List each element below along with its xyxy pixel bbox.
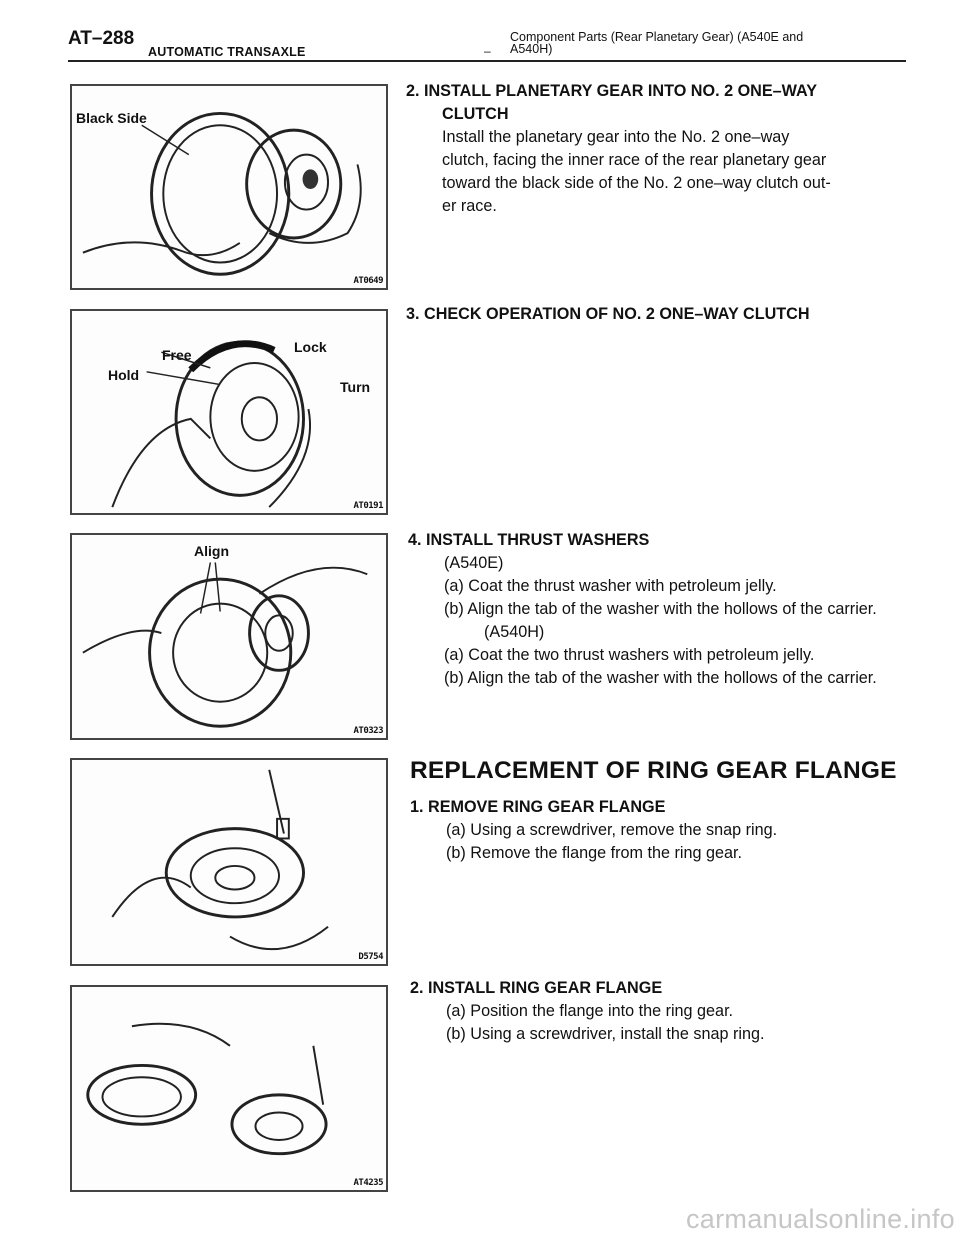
figure-illustration	[86, 1022, 328, 1156]
replacement-step-2: 2. INSTALL RING GEAR FLANGE (a) Position…	[410, 977, 920, 1046]
header-dash: –	[484, 44, 491, 58]
page-title-line1: Component Parts (Rear Planetary Gear) (A…	[510, 30, 804, 44]
step-4-model-a540h: (A540H)	[484, 623, 545, 641]
figure-illustration	[111, 769, 329, 951]
watermark: carmanualsonline.info	[686, 1204, 955, 1234]
step-4-a1: (a) Coat the thrust washer with petroleu…	[444, 577, 777, 595]
step-4-b2: (b) Align the tab of the washer with the…	[444, 669, 877, 687]
step-4-heading: 4. INSTALL THRUST WASHERS	[408, 531, 650, 549]
replacement-step-2-a: (a) Position the flange into the ring ge…	[446, 1002, 734, 1020]
step-2-body-line: er race.	[442, 197, 497, 215]
replacement-step-2-b: (b) Using a screwdriver, install the sna…	[446, 1025, 765, 1043]
step-3-heading: 3. CHECK OPERATION OF NO. 2 ONE–WAY CLUT…	[406, 305, 810, 323]
step-4-model-a540e: (A540E)	[444, 554, 504, 572]
figure-install-ring-gear-flange: AT4235	[70, 985, 388, 1192]
label-hold: Hold	[108, 367, 140, 383]
label-lock: Lock	[294, 339, 327, 355]
replacement-title: REPLACEMENT OF RING GEAR FLANGE	[410, 757, 897, 784]
label-black-side: Black Side	[76, 110, 147, 126]
header-rule	[68, 60, 906, 62]
replacement-step-2-heading: 2. INSTALL RING GEAR FLANGE	[410, 979, 663, 997]
replacement-step-1-b: (b) Remove the flange from the ring gear…	[446, 844, 743, 862]
figure-planetary-gear-install: Black Side AT0649	[70, 84, 388, 290]
figure-code: AT0323	[353, 726, 383, 736]
step-2-install-planetary-gear: 2. INSTALL PLANETARY GEAR INTO NO. 2 ONE…	[406, 80, 926, 218]
step-2-body-line: toward the black side of the No. 2 one–w…	[442, 174, 831, 192]
step-2-body-line: clutch, facing the inner race of the rea…	[442, 151, 827, 169]
figure-code: AT4235	[353, 1178, 383, 1188]
figure-illustration	[82, 562, 368, 728]
step-2-heading-line2: CLUTCH	[442, 105, 509, 123]
figure-code: D5754	[358, 952, 383, 962]
label-turn: Turn	[340, 379, 371, 395]
step-2-body-line: Install the planetary gear into the No. …	[442, 128, 790, 146]
replacement-step-1-a: (a) Using a screwdriver, remove the snap…	[446, 821, 778, 839]
page-title-line2: A540H)	[510, 42, 553, 56]
label-align: Align	[194, 543, 229, 559]
figure-remove-ring-gear-flange: D5754	[70, 758, 388, 966]
figure-code: AT0649	[353, 276, 383, 286]
page-title: Component Parts (Rear Planetary Gear) (A…	[510, 30, 830, 56]
step-4-install-thrust-washers: 4. INSTALL THRUST WASHERS (A540E) (a) Co…	[408, 529, 928, 690]
replacement-step-1: 1. REMOVE RING GEAR FLANGE (a) Using a s…	[410, 796, 920, 865]
replacement-step-1-heading: 1. REMOVE RING GEAR FLANGE	[410, 798, 666, 816]
figure-code: AT0191	[353, 501, 383, 511]
section-title: AUTOMATIC TRANSAXLE	[148, 45, 306, 59]
step-2-heading-line1: 2. INSTALL PLANETARY GEAR INTO NO. 2 ONE…	[406, 82, 818, 100]
label-free: Free	[162, 347, 192, 363]
figure-illustration	[82, 111, 362, 276]
page-number: AT–288	[68, 28, 135, 49]
figure-illustration	[111, 340, 312, 508]
figure-one-way-clutch-check: Free Lock Hold Turn AT0191	[70, 309, 388, 515]
step-4-b1: (b) Align the tab of the washer with the…	[444, 600, 877, 618]
step-4-a2: (a) Coat the two thrust washers with pet…	[444, 646, 815, 664]
figure-thrust-washers: Align AT0323	[70, 533, 388, 740]
